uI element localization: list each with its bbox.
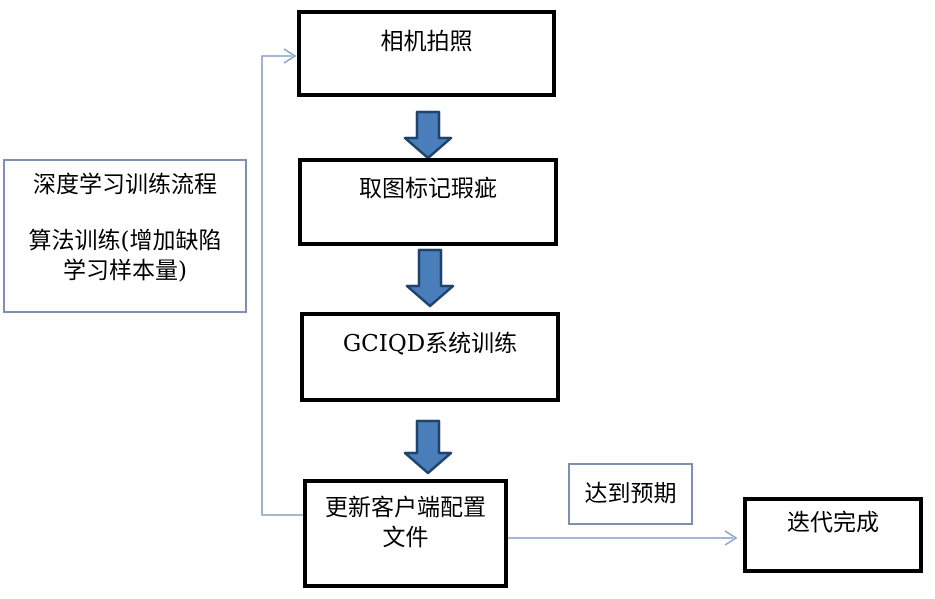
process-label-gciqd-training: GCIQD系统训练	[342, 331, 518, 357]
down-block-arrow-icon-3	[403, 419, 453, 475]
down-block-arrow-icon-2	[405, 248, 455, 308]
process-label-iteration-complete: 迭代完成	[787, 510, 879, 536]
process-box-camera-capture: 相机拍照	[297, 10, 556, 97]
process-label-mark-defects: 取图标记瑕疵	[359, 176, 497, 202]
process-box-iteration-complete: 迭代完成	[743, 497, 923, 573]
feedback-arrowhead-icon	[283, 48, 297, 64]
process-box-gciqd-training: GCIQD系统训练	[300, 312, 560, 402]
condition-label-box: 达到预期	[568, 463, 693, 525]
process-box-mark-defects: 取图标记瑕疵	[298, 158, 558, 246]
note-line-2: 算法训练(增加缺陷	[28, 228, 222, 254]
note-box-training-process: 深度学习训练流程 算法训练(增加缺陷 学习样本量)	[3, 159, 247, 313]
condition-label: 达到预期	[584, 480, 677, 507]
feedback-connector-line	[261, 55, 303, 516]
down-block-arrow-icon-1	[403, 110, 453, 160]
process-label-update-client-config-line1: 更新客户端配置	[325, 495, 486, 521]
process-box-update-client-config: 更新客户端配置 文件	[303, 479, 508, 588]
note-line-1: 深度学习训练流程	[33, 172, 217, 198]
complete-arrowhead-icon	[724, 530, 738, 546]
note-line-3: 学习样本量)	[63, 258, 187, 284]
process-label-camera-capture: 相机拍照	[380, 29, 473, 55]
note-line-spacer	[5, 200, 245, 226]
process-label-update-client-config-line2: 文件	[382, 525, 429, 551]
